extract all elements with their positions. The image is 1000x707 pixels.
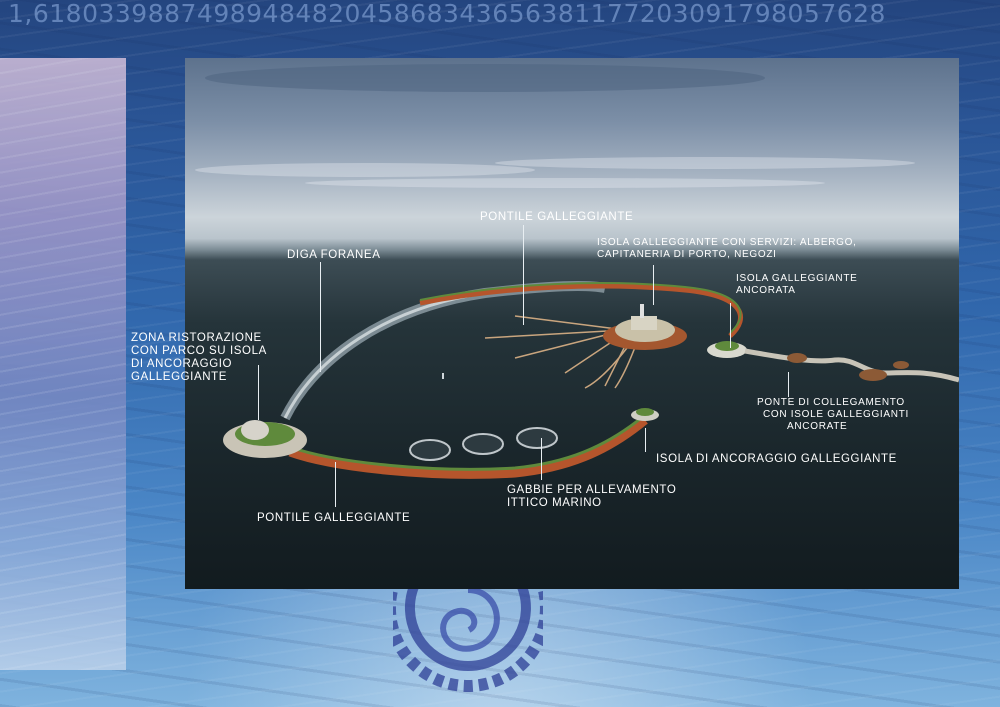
breakwater bbox=[280, 280, 606, 421]
label-isola-ancorata-line1: ISOLA GALLEGGIANTE bbox=[736, 273, 858, 284]
label-ponte-collegamento: PONTE DI COLLEGAMENTO CON ISOLE GALLEGGI… bbox=[757, 397, 909, 433]
leader-ponte bbox=[788, 372, 789, 397]
leader-isola-ancoraggio bbox=[645, 428, 646, 452]
label-pontile-top: PONTILE GALLEGGIANTE bbox=[480, 211, 634, 223]
harbor-illustration bbox=[195, 64, 959, 479]
fish-cages bbox=[409, 427, 558, 461]
leader-isola-servizi bbox=[653, 265, 654, 305]
cloud-bands bbox=[195, 64, 915, 188]
label-isola-ancorata-line2: ANCORATA bbox=[736, 285, 796, 296]
lower-pontile bbox=[288, 416, 648, 479]
small-islands bbox=[787, 353, 909, 381]
label-ponte-line1: PONTE DI COLLEGAMENTO bbox=[757, 397, 905, 408]
left-gradient-panel bbox=[0, 58, 126, 670]
label-isola-servizi-line2: CAPITANERIA DI PORTO, NEGOZI bbox=[597, 249, 777, 260]
leader-isola-ancorata bbox=[730, 303, 731, 348]
label-zona-line2: CON PARCO SU ISOLA bbox=[131, 345, 267, 357]
leader-pontile-bottom bbox=[335, 462, 336, 507]
restaurant-island bbox=[223, 420, 307, 458]
service-island bbox=[603, 304, 687, 350]
label-zona-line3: DI ANCORAGGIO bbox=[131, 358, 233, 370]
label-gabbie: GABBIE PER ALLEVAMENTO ITTICO MARINO bbox=[507, 484, 676, 510]
label-isola-servizi-line1: ISOLA GALLEGGIANTE CON SERVIZI: ALBERGO, bbox=[597, 237, 857, 248]
golden-ratio-digits: 1,61803398874989484820458683436563811772… bbox=[8, 0, 886, 28]
label-diga: DIGA FORANEA bbox=[287, 249, 381, 261]
label-zona-line4: GALLEGGIANTE bbox=[131, 371, 228, 383]
label-isola-ancorata: ISOLA GALLEGGIANTE ANCORATA bbox=[736, 273, 858, 297]
leader-gabbie bbox=[541, 438, 542, 480]
upper-pontile bbox=[419, 283, 743, 338]
label-ponte-line2: CON ISOLE GALLEGGIANTI bbox=[763, 409, 909, 420]
label-isola-servizi: ISOLA GALLEGGIANTE CON SERVIZI: ALBERGO,… bbox=[597, 237, 857, 261]
label-pontile-bottom: PONTILE GALLEGGIANTE bbox=[257, 512, 411, 524]
connecting-bridge bbox=[744, 348, 959, 383]
label-gabbie-line2: ITTICO MARINO bbox=[507, 497, 602, 509]
label-zona-ristorazione: ZONA RISTORAZIONE CON PARCO SU ISOLA DI … bbox=[131, 332, 267, 384]
leader-zona-ristorazione bbox=[258, 365, 259, 420]
label-zona-line1: ZONA RISTORAZIONE bbox=[131, 332, 262, 344]
label-gabbie-line1: GABBIE PER ALLEVAMENTO bbox=[507, 484, 677, 496]
label-isola-ancoraggio: ISOLA DI ANCORAGGIO GALLEGGIANTE bbox=[656, 453, 897, 465]
harbor-render bbox=[185, 58, 959, 589]
leader-pontile-top bbox=[523, 225, 524, 325]
label-ponte-line3: ANCORATE bbox=[787, 421, 848, 432]
leader-diga bbox=[320, 262, 321, 372]
